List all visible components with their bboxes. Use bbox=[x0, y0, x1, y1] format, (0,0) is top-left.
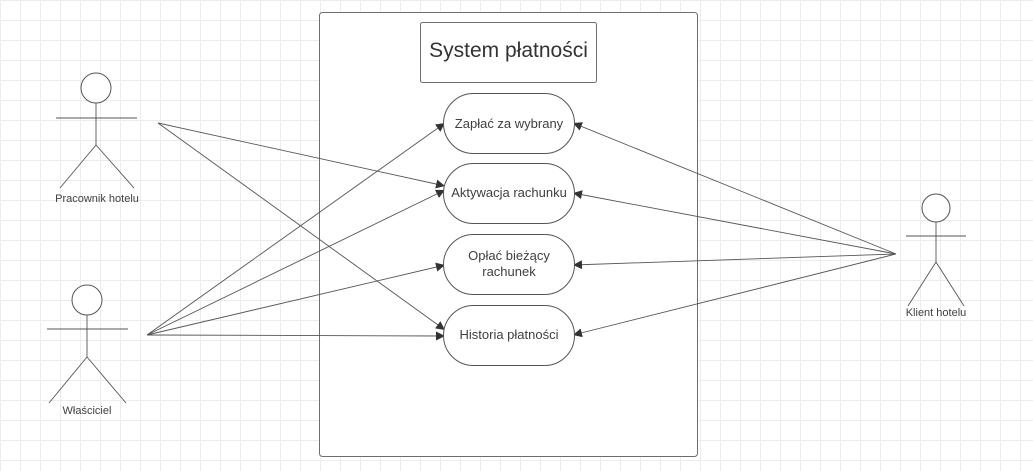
actor-hotel-employee[interactable]: Pracownik hotelu bbox=[55, 72, 139, 205]
system-title: System płatności bbox=[429, 39, 588, 62]
use-case-oval bbox=[443, 93, 575, 154]
use-case-pay-selected[interactable]: Zapłać za wybrany bbox=[443, 93, 575, 154]
system-title-box[interactable]: System płatności bbox=[420, 22, 597, 83]
use-case-label: Zapłać za wybrany bbox=[455, 116, 564, 131]
stick-figure-icon bbox=[56, 72, 137, 189]
actor-owner[interactable]: Właściciel bbox=[47, 284, 128, 417]
actor-hotel-client[interactable]: Klient hotelu bbox=[906, 193, 967, 319]
association-a1-uc2[interactable] bbox=[157, 122, 446, 189]
use-case-label: Historia płatności bbox=[460, 327, 559, 342]
use-cases: Zapłać za wybrany Aktywacja rachunku Opł… bbox=[443, 93, 575, 366]
association-a3-uc4[interactable] bbox=[572, 253, 897, 338]
use-case-label-line-1: Opłać bieżący bbox=[468, 248, 550, 263]
association-a1-uc4[interactable] bbox=[157, 122, 446, 331]
association-a3-uc3[interactable] bbox=[572, 253, 897, 270]
use-case-oval bbox=[443, 305, 575, 366]
use-case-activate-bill[interactable]: Aktywacja rachunku bbox=[443, 163, 575, 224]
system-title-frame bbox=[420, 22, 597, 83]
association-a2-uc1[interactable] bbox=[146, 122, 446, 336]
use-case-payment-history[interactable]: Historia płatności bbox=[443, 305, 575, 366]
stick-figure-icon bbox=[47, 284, 128, 404]
use-case-oval bbox=[443, 163, 575, 224]
association-a3-uc2[interactable] bbox=[572, 190, 897, 255]
actor-label: Pracownik hotelu bbox=[55, 193, 139, 205]
actor-label: Właściciel bbox=[63, 405, 112, 417]
association-a2-uc2[interactable] bbox=[146, 189, 446, 336]
association-a2-uc4[interactable] bbox=[146, 331, 446, 341]
association-a2-uc3[interactable] bbox=[146, 262, 446, 336]
association-a3-uc1[interactable] bbox=[572, 122, 897, 255]
use-case-label: Aktywacja rachunku bbox=[451, 185, 567, 200]
use-case-pay-current-bill[interactable]: Opłać bieżący rachunek bbox=[443, 234, 575, 295]
stick-figure-icon bbox=[906, 193, 966, 307]
use-case-oval bbox=[443, 234, 575, 295]
use-case-label-line-2: rachunek bbox=[482, 264, 536, 279]
actor-label: Klient hotelu bbox=[906, 307, 967, 319]
association-lines bbox=[146, 122, 897, 341]
